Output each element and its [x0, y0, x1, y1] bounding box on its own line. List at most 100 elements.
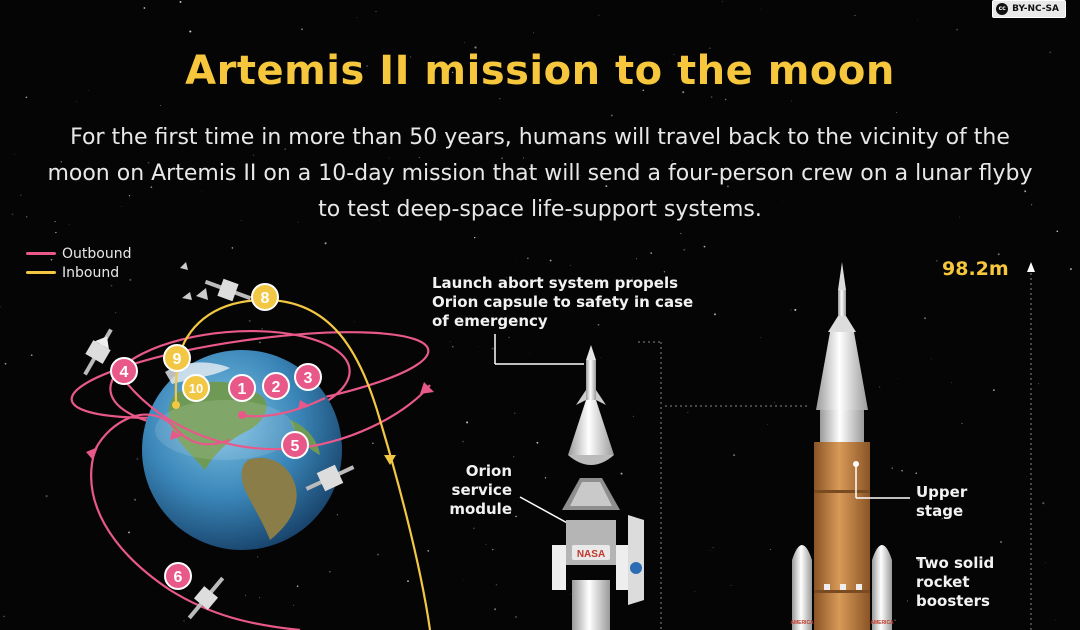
star: [3, 615, 5, 618]
star: [515, 615, 518, 619]
inbound-step-markers: 8 9 10: [163, 283, 279, 419]
star: [297, 221, 299, 223]
spacecraft-icon-top: [204, 278, 252, 302]
star: [951, 382, 952, 384]
star: [658, 241, 660, 243]
capsule-icon-small: [180, 262, 208, 300]
star: [388, 157, 390, 159]
star: [301, 28, 303, 31]
step-label-6: 6: [174, 569, 183, 586]
step-label-1: 1: [238, 381, 247, 398]
label-launch-abort-system: Launch abort system propels Orion capsul…: [432, 274, 694, 330]
star: [129, 278, 132, 281]
star: [961, 422, 963, 424]
orion-crew-capsule: [562, 478, 620, 510]
star: [296, 585, 299, 587]
star: [632, 415, 635, 418]
star: [703, 245, 706, 248]
orion-exploded-view: NASA: [494, 334, 810, 630]
star: [730, 585, 732, 586]
star: [449, 340, 451, 342]
legend-label-outbound: Outbound: [62, 245, 132, 262]
star: [366, 65, 368, 67]
star: [541, 278, 544, 281]
star: [134, 498, 137, 501]
star: [515, 515, 517, 518]
star: [760, 337, 762, 339]
star: [14, 154, 15, 155]
creative-commons-icon: cc: [996, 3, 1009, 15]
step-marker-5: 5: [281, 431, 309, 459]
orion-service-module: NASA: [552, 515, 644, 630]
star: [451, 71, 454, 74]
star: [663, 271, 666, 273]
star: [579, 175, 581, 177]
star: [478, 318, 479, 320]
star: [997, 253, 1000, 256]
spacecraft-icon-right: [305, 464, 355, 492]
step-marker-2: 2: [262, 372, 290, 400]
star: [1024, 190, 1027, 193]
star: [316, 77, 317, 79]
star: [136, 457, 139, 460]
star: [915, 472, 917, 474]
star: [523, 157, 525, 159]
star: [128, 531, 130, 534]
star: [466, 421, 469, 424]
star: [1054, 619, 1056, 621]
star: [683, 248, 686, 251]
star: [513, 456, 515, 458]
star: [597, 323, 600, 326]
star: [261, 328, 263, 330]
step-marker-8: 8: [251, 283, 279, 311]
star: [20, 194, 22, 196]
star: [847, 175, 850, 177]
star: [544, 477, 547, 479]
page-subtitle: For the first time in more than 50 years…: [47, 125, 1033, 222]
star: [284, 148, 287, 150]
star: [1049, 51, 1052, 54]
legend-label-inbound: Inbound: [62, 264, 120, 281]
star: [252, 154, 254, 156]
star: [527, 257, 529, 259]
star: [150, 186, 153, 188]
star: [407, 580, 409, 582]
star: [767, 424, 768, 425]
star: [336, 514, 339, 516]
star: [377, 553, 379, 556]
star: [671, 159, 673, 161]
star: [794, 308, 797, 311]
step-marker-10: 10: [182, 374, 210, 402]
star: [0, 306, 1, 308]
star: [791, 100, 792, 102]
star: [293, 604, 295, 606]
legend: Outbound Inbound: [26, 244, 131, 282]
star: [673, 53, 675, 55]
star: [590, 207, 592, 209]
star: [464, 42, 465, 43]
spacecraft-icon-upper-left: [83, 328, 113, 376]
star: [159, 105, 161, 106]
star: [183, 620, 185, 622]
star: [375, 11, 377, 12]
star: [436, 140, 438, 142]
license-badge: cc BY-NC-SA: [992, 0, 1066, 18]
star: [25, 216, 28, 218]
star: [680, 233, 682, 234]
star: [4, 362, 7, 365]
star: [495, 144, 497, 146]
star: [68, 223, 70, 225]
star: [790, 309, 792, 311]
star: [682, 91, 685, 94]
star: [115, 312, 117, 314]
star: [533, 32, 534, 34]
star: [487, 465, 488, 466]
star: [958, 216, 960, 218]
star: [427, 550, 430, 552]
star: [709, 47, 711, 49]
star: [495, 584, 498, 586]
star: [499, 97, 501, 100]
star: [231, 247, 234, 249]
star: [866, 259, 868, 260]
